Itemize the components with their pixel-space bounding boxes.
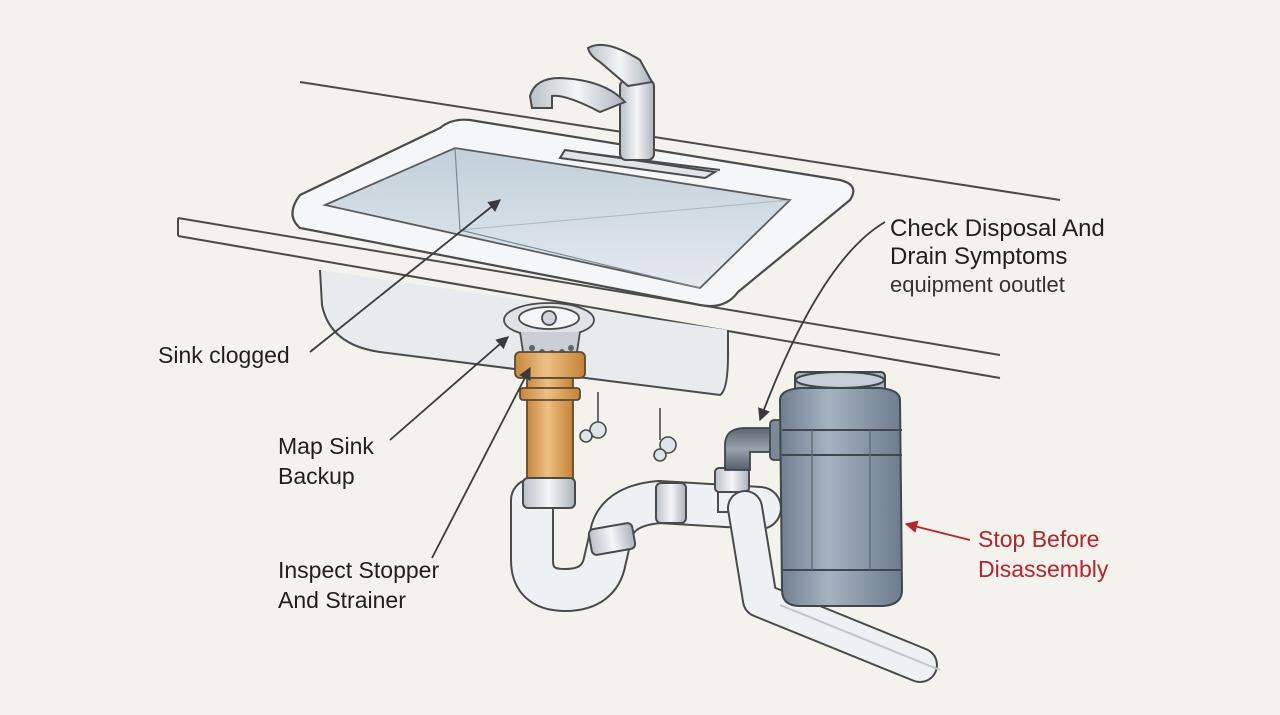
shutoff-valves [579, 392, 677, 462]
label-sink-clogged: Sink clogged [158, 340, 290, 370]
map-line-1: Map Sink [278, 433, 374, 459]
sink-clogged-text: Sink clogged [158, 342, 290, 368]
countertop [177, 81, 1061, 379]
drain-pipe [727, 490, 941, 683]
label-check-disposal: Check Disposal And Drain Symptoms equipm… [890, 215, 1105, 299]
p-trap [510, 467, 782, 613]
inspect-line-1: Inspect Stopper [278, 557, 440, 583]
map-line-2: Backup [278, 463, 355, 489]
check-line-3: equipment ooutlet [890, 272, 1065, 297]
arrow-map-sink-backup [389, 336, 509, 441]
arrow-stop-disassembly [904, 520, 971, 541]
callout-arrows [309, 199, 886, 559]
stop-line-1: Stop Before [978, 526, 1100, 552]
arrow-check-disposal [758, 221, 886, 422]
garbage-disposal [778, 371, 904, 607]
tailpiece [514, 351, 586, 489]
check-line-2: Drain Symptoms [890, 243, 1068, 270]
arrow-sink-clogged [309, 199, 501, 353]
stop-line-2: Disassembly [978, 556, 1109, 582]
check-line-1: Check Disposal And [890, 215, 1105, 242]
inspect-line-2: And Strainer [278, 587, 406, 613]
label-map-sink-backup: Map Sink Backup [278, 431, 374, 491]
label-inspect-stopper: Inspect Stopper And Strainer [278, 555, 439, 615]
arrow-inspect-stopper [431, 366, 531, 559]
label-stop-before-disassembly: Stop Before Disassembly [978, 524, 1108, 584]
faucet [528, 44, 721, 180]
